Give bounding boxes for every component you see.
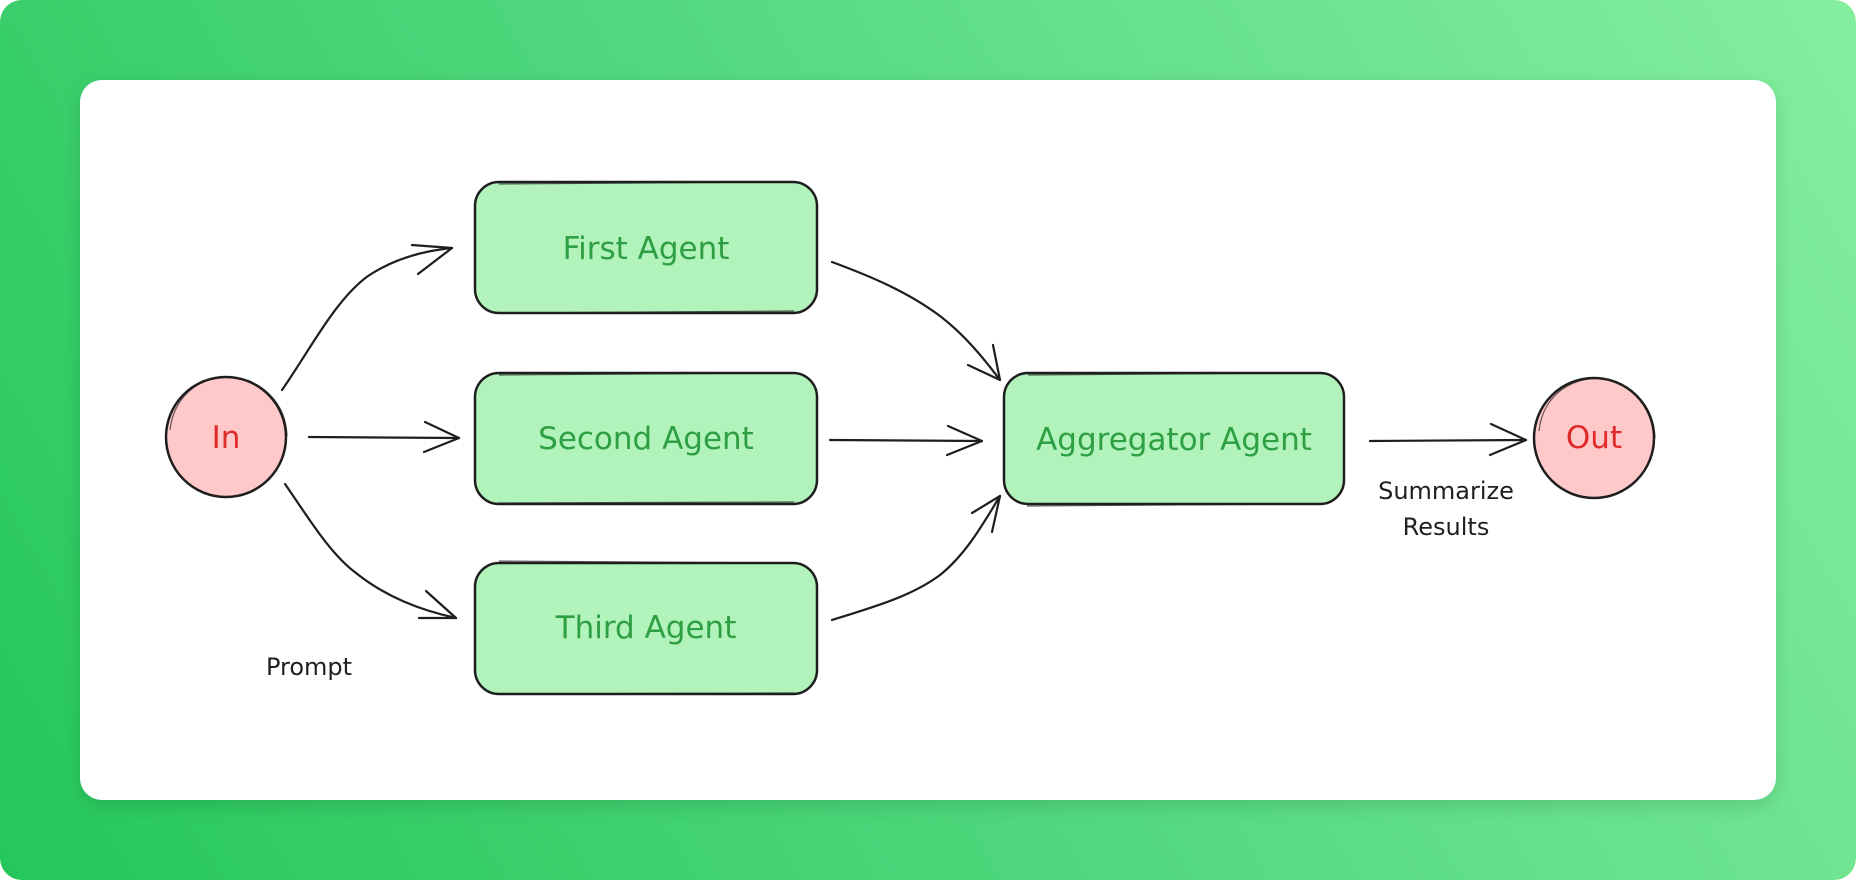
arrow-third-agent-to-aggregator: [830, 494, 1002, 622]
second-agent-label: Second Agent: [538, 421, 754, 457]
input-node: In: [164, 375, 288, 499]
aggregator-agent-node: Aggregator Agent: [1002, 371, 1346, 507]
summarize-results-label-line-1: Summarize: [1378, 477, 1514, 505]
third-agent-label: Third Agent: [555, 610, 737, 646]
arrow-second-agent-to-aggregator: [828, 424, 984, 457]
arrow-input-to-third-agent: [283, 482, 458, 620]
output-circle: [1532, 376, 1656, 500]
arrow-first-agent-to-aggregator: [830, 260, 1002, 382]
first-agent-box: [473, 180, 819, 315]
input-label: In: [212, 420, 241, 456]
first-agent-node: First Agent: [473, 180, 819, 315]
first-agent-label: First Agent: [563, 231, 730, 267]
arrow-input-to-first-agent: [280, 243, 454, 392]
aggregator-agent-label: Aggregator Agent: [1036, 422, 1312, 458]
third-agent-node: Third Agent: [473, 560, 819, 696]
prompt-label: Prompt: [266, 653, 352, 681]
arrow-aggregator-to-output: [1368, 422, 1528, 457]
aggregator-agent-box: [1002, 371, 1346, 506]
output-node: Out: [1532, 376, 1656, 500]
arrow-input-to-second-agent: [307, 420, 461, 454]
output-label: Out: [1566, 420, 1622, 456]
second-agent-box: [473, 371, 819, 506]
second-agent-node: Second Agent: [473, 371, 819, 506]
summarize-results-label-line-2: Results: [1403, 513, 1490, 541]
